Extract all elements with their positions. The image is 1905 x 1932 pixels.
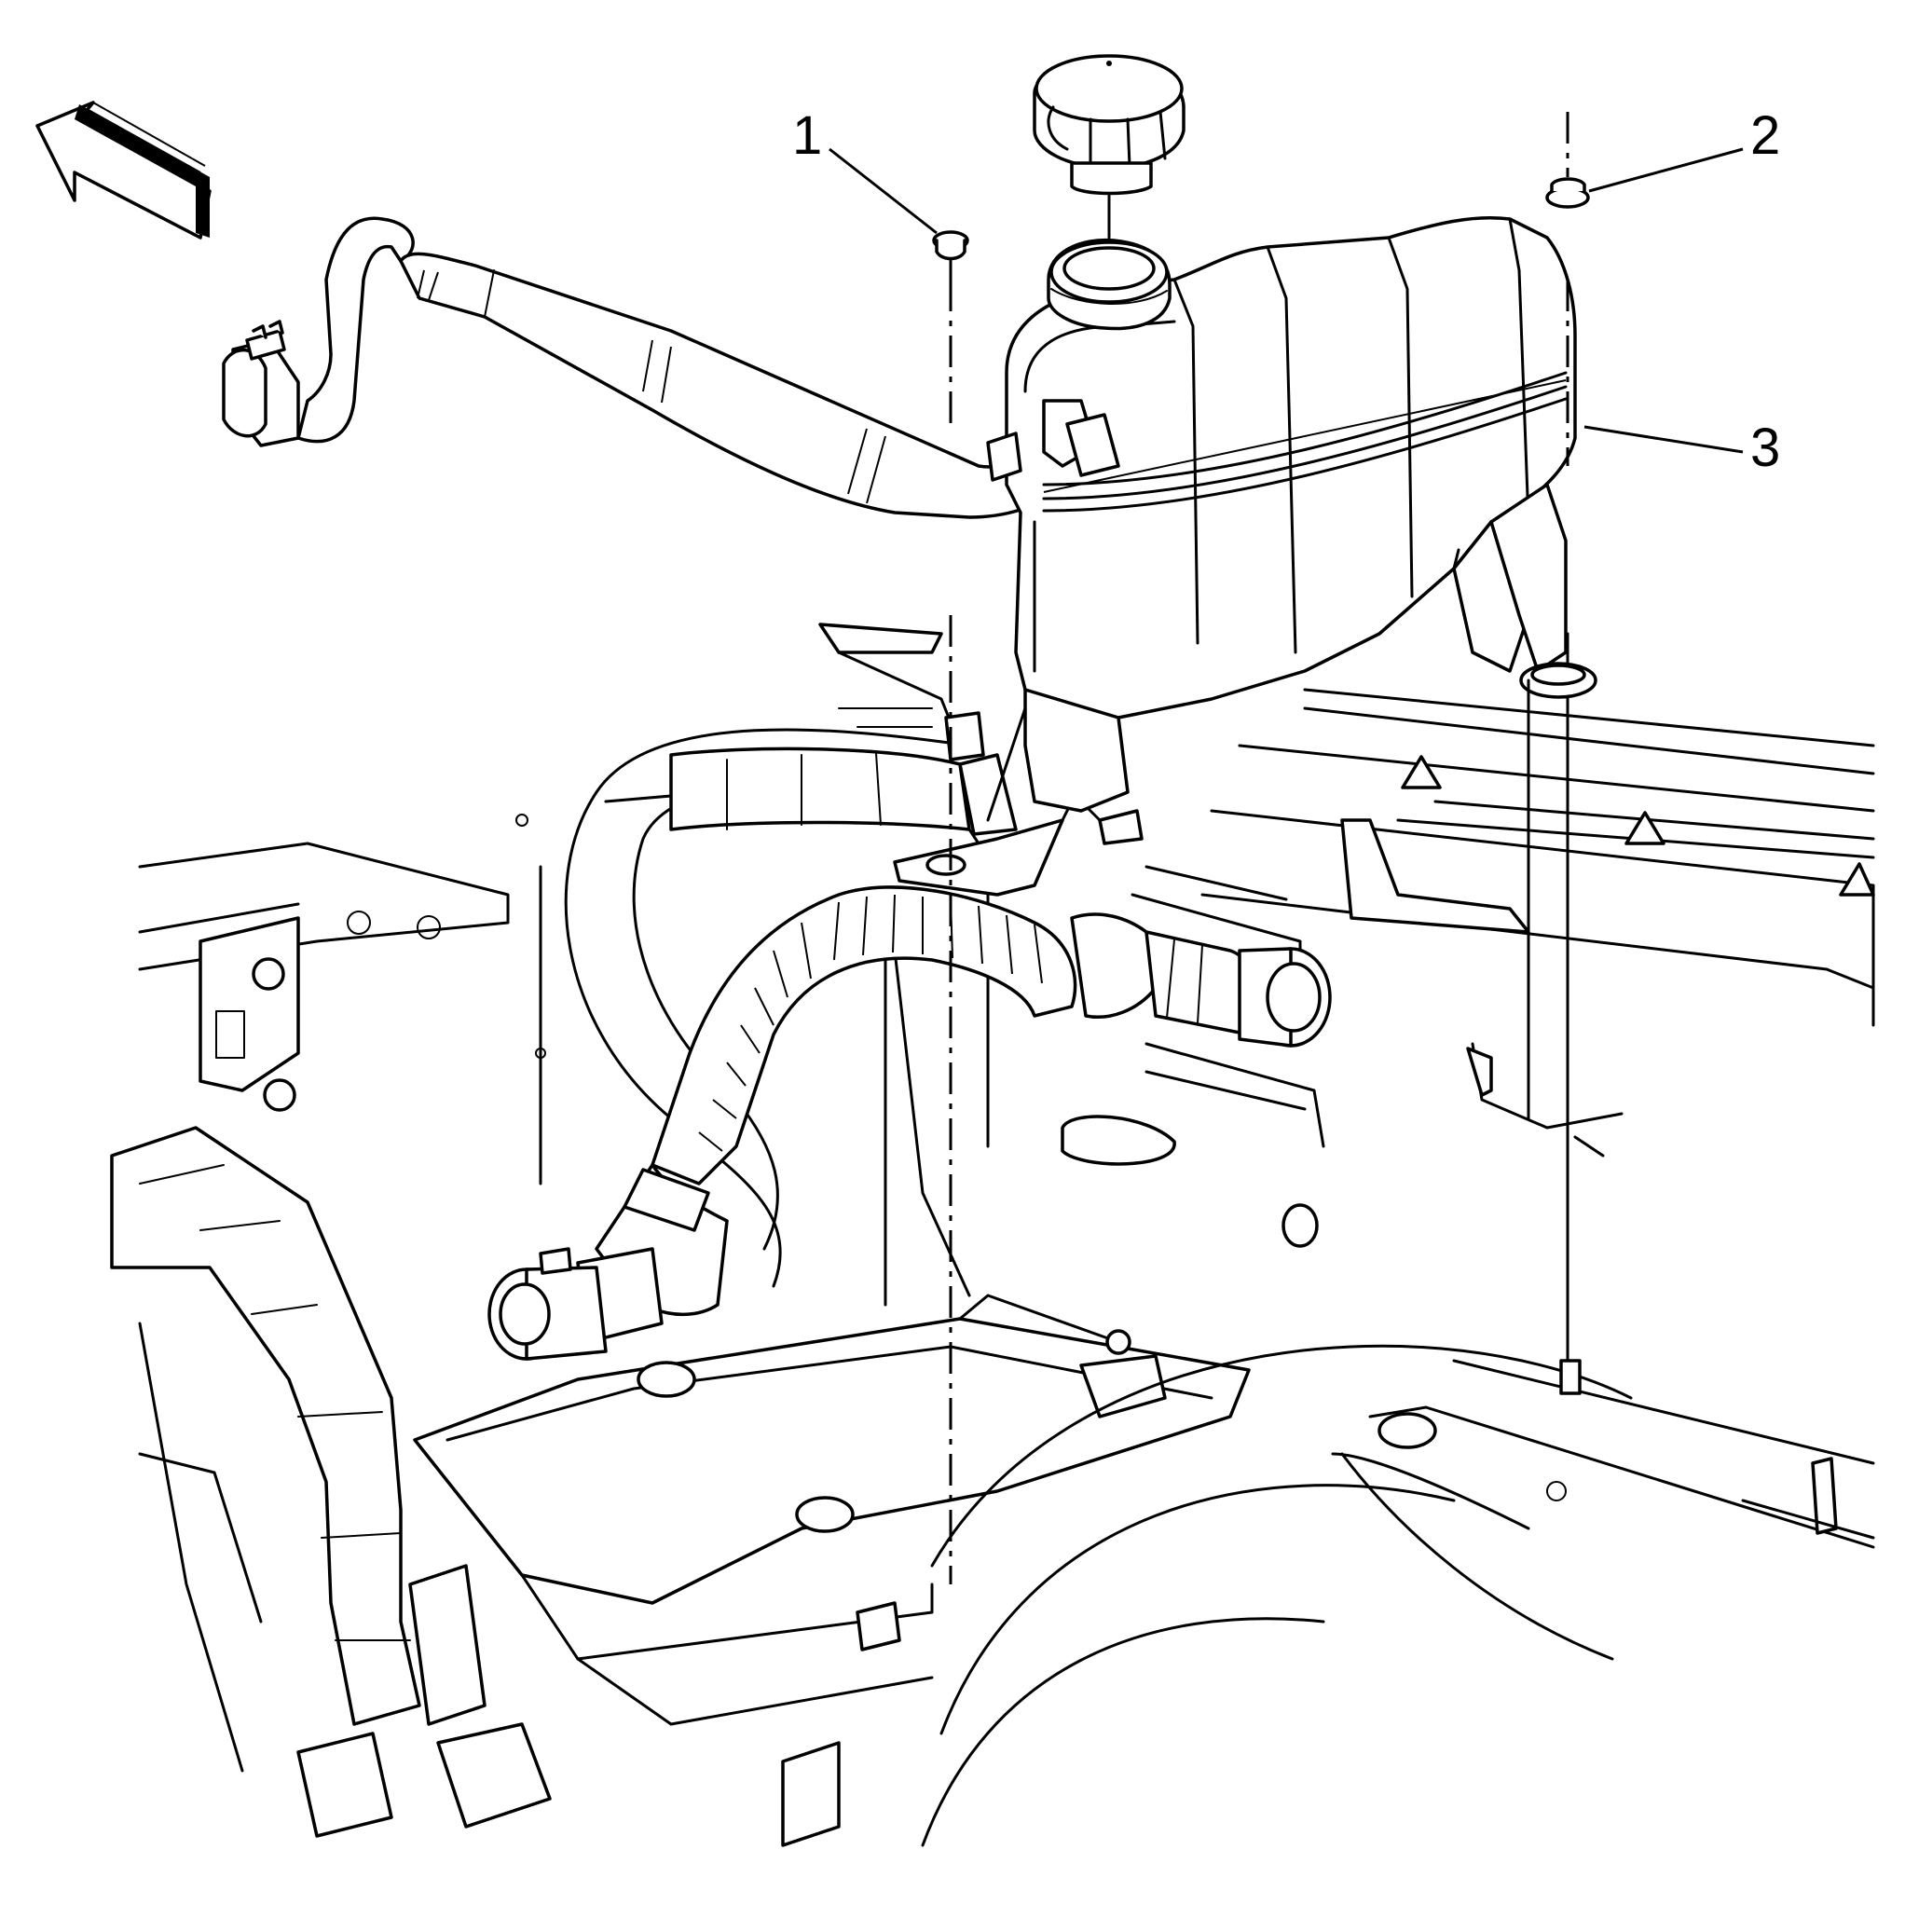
body-structure: [110, 623, 1875, 1847]
coolant-hoses-lower: [487, 711, 1332, 1361]
reservoir-nut: [1519, 112, 1597, 1395]
callout-2: 2: [1750, 105, 1780, 166]
front-direction-arrow-icon: [35, 101, 212, 240]
reservoir-bracket: [893, 706, 1120, 897]
coolant-reservoir: [986, 215, 1577, 845]
callout-labels: 1 2 3: [792, 105, 1780, 478]
callout-1: 1: [792, 105, 822, 166]
fasteners: [932, 112, 1597, 1584]
reservoir-bolt: [932, 230, 969, 1584]
callout-3: 3: [1750, 418, 1780, 478]
vent-hose: [222, 216, 1074, 519]
callout-leaders: [829, 147, 1744, 454]
reservoir-cap: [1033, 54, 1185, 240]
